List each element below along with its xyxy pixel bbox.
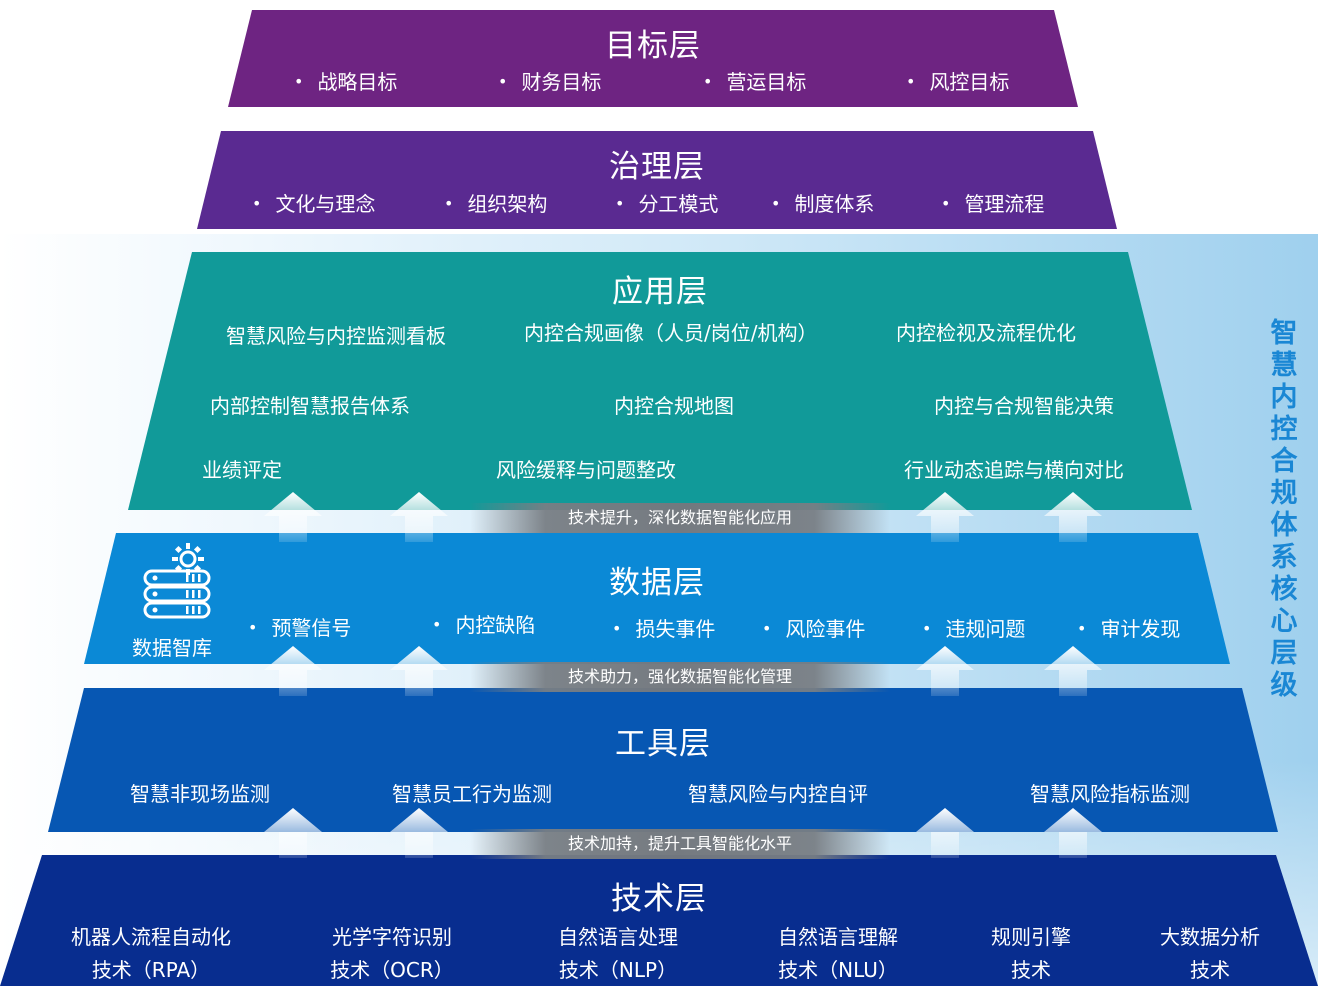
tech-item-line2: 技术（NLU） <box>778 958 898 982</box>
tech-item-line2: 技术 <box>1011 958 1051 982</box>
goal-layer-title: 目标层 <box>605 28 701 64</box>
application-item: 风险缓释与问题整改 <box>496 458 676 482</box>
tech-item: 规则引擎 技术 <box>976 921 1086 986</box>
governance-item: 文化与理念 <box>252 188 375 217</box>
data-item: 损失事件 <box>612 613 715 642</box>
governance-item: 分工模式 <box>615 188 718 217</box>
up-arrow-icon <box>390 492 448 542</box>
application-layer-title: 应用层 <box>612 274 708 310</box>
application-item: 内控合规画像（人员/岗位/机构） <box>524 321 818 345</box>
tech-item: 自然语言处理 技术（NLP） <box>548 921 688 986</box>
application-item: 内控与合规智能决策 <box>934 394 1114 418</box>
up-arrow-icon <box>390 808 448 858</box>
goal-item: 财务目标 <box>498 66 601 95</box>
tool-item: 智慧风险与内控自评 <box>688 782 868 806</box>
application-item: 内控合规地图 <box>614 394 734 418</box>
up-arrow-icon <box>1044 492 1102 542</box>
data-item: 审计发现 <box>1077 613 1180 642</box>
up-arrow-icon <box>390 646 448 696</box>
data-item: 预警信号 <box>248 612 351 641</box>
application-item: 智慧风险与内控监测看板 <box>226 324 446 348</box>
tech-item: 自然语言理解 技术（NLU） <box>768 921 908 986</box>
application-item: 内控检视及流程优化 <box>896 321 1076 345</box>
tech-item: 光学字符识别 技术（OCR） <box>322 921 462 986</box>
data-item: 违规问题 <box>922 613 1025 642</box>
application-item: 内部控制智慧报告体系 <box>210 394 410 418</box>
banner-data-tool: 技术助力，强化数据智能化管理 <box>470 662 890 692</box>
governance-item: 制度体系 <box>771 188 874 217</box>
banner-app-data: 技术提升，深化数据智能化应用 <box>470 503 890 533</box>
up-arrow-icon <box>916 646 974 696</box>
goal-item: 营运目标 <box>703 66 806 95</box>
tech-layer-title: 技术层 <box>611 881 707 917</box>
application-item: 业绩评定 <box>202 458 282 482</box>
tech-item-line1: 规则引擎 <box>991 925 1071 949</box>
data-layer-title: 数据层 <box>609 565 705 601</box>
tool-item: 智慧非现场监测 <box>130 782 270 806</box>
tech-item-line2: 技术（NLP） <box>558 958 678 982</box>
database-gear-icon <box>142 541 214 621</box>
banner-tool-tech: 技术加持，提升工具智能化水平 <box>470 829 890 859</box>
up-arrow-icon <box>264 492 322 542</box>
tech-item-line1: 机器人流程自动化 <box>71 925 231 949</box>
goal-item: 战略目标 <box>294 66 397 95</box>
tech-item-line1: 光学字符识别 <box>332 925 452 949</box>
tech-item-line1: 大数据分析 <box>1160 925 1260 949</box>
tech-item-line2: 技术 <box>1190 958 1230 982</box>
application-item: 行业动态追踪与横向对比 <box>904 458 1124 482</box>
tech-item-line1: 自然语言处理 <box>558 925 678 949</box>
governance-layer-title: 治理层 <box>609 149 705 185</box>
application-layer: 应用层 智慧风险与内控监测看板 内控合规画像（人员/岗位/机构） 内控检视及流程… <box>128 252 1192 510</box>
tech-item: 机器人流程自动化 技术（RPA） <box>65 921 237 986</box>
goal-item: 风控目标 <box>906 66 1009 95</box>
governance-item: 管理流程 <box>941 188 1044 217</box>
data-warehouse-label: 数据智库 <box>132 636 212 660</box>
tool-layer-title: 工具层 <box>615 726 711 762</box>
goal-layer: 目标层 战略目标 财务目标 营运目标 风控目标 <box>228 10 1078 107</box>
up-arrow-icon <box>916 808 974 858</box>
tech-item: 大数据分析 技术 <box>1150 921 1270 986</box>
side-vertical-title: 智慧内控合规体系核心层级 <box>1270 318 1298 701</box>
governance-item: 组织架构 <box>444 188 547 217</box>
data-item: 内控缺陷 <box>432 609 535 638</box>
tool-item: 智慧风险指标监测 <box>1030 782 1190 806</box>
up-arrow-icon <box>1044 808 1102 858</box>
governance-layer: 治理层 文化与理念 组织架构 分工模式 制度体系 管理流程 <box>197 131 1117 229</box>
up-arrow-icon <box>916 492 974 542</box>
tech-item-line2: 技术（OCR） <box>330 958 454 982</box>
data-item: 风险事件 <box>762 613 865 642</box>
up-arrow-icon <box>264 646 322 696</box>
tech-item-line1: 自然语言理解 <box>778 925 898 949</box>
tech-layer: 技术层 机器人流程自动化 技术（RPA） 光学字符识别 技术（OCR） 自然语言… <box>0 855 1318 986</box>
tech-item-line2: 技术（RPA） <box>91 958 211 982</box>
data-layer: 数据层 数据智库 预警信号 内控缺陷 损失事 <box>84 533 1230 664</box>
up-arrow-icon <box>1044 646 1102 696</box>
up-arrow-icon <box>264 808 322 858</box>
tool-item: 智慧员工行为监测 <box>392 782 552 806</box>
